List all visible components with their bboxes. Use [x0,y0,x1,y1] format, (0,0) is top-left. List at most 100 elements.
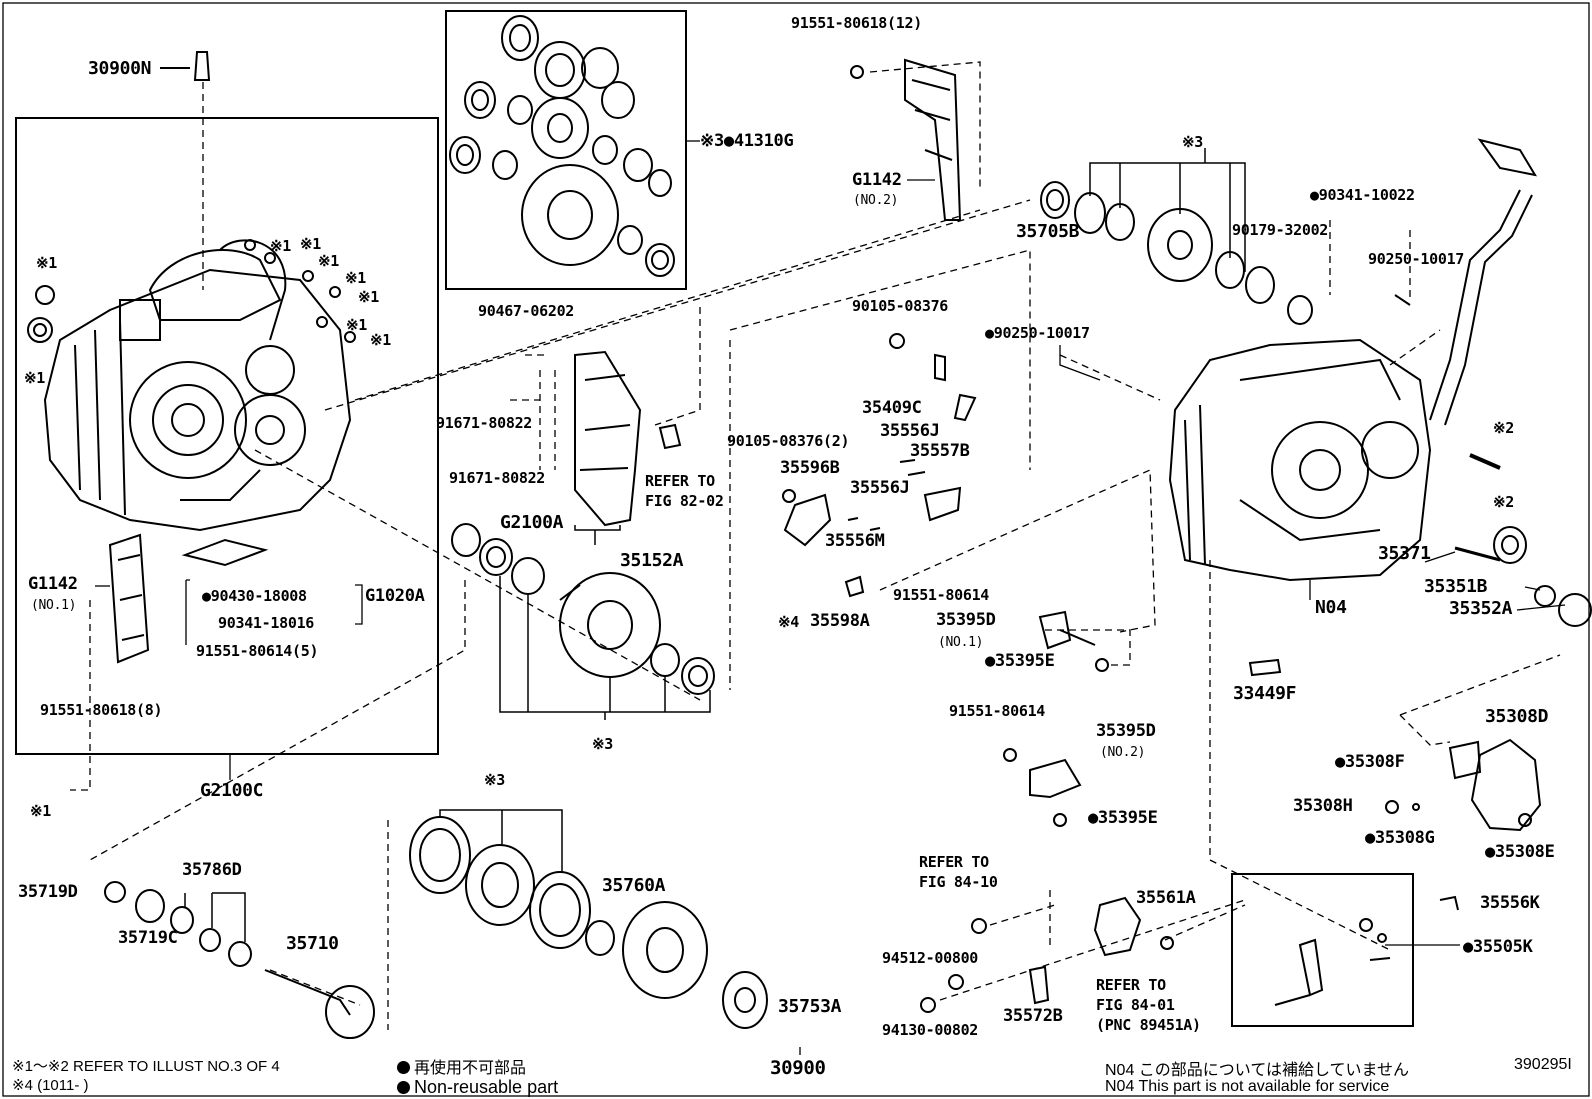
non-reusable-dot-icon [397,1081,410,1094]
transaxle-housing-right [1168,138,1592,627]
label-35556k: 35556K [1480,893,1540,913]
legend-jp-text: 再使用不可部品 [414,1060,527,1077]
label-n04: N04 [1315,597,1347,618]
bearing-set-bottom [409,816,768,1029]
legend-jp: 再使用不可部品 [397,1054,526,1078]
label-35152a: 35152A [620,550,684,571]
legend-en: Non-reusable part [397,1077,558,1098]
switch-35308d [1385,738,1542,832]
sensor-35395d-no2 [1003,748,1082,827]
label-35561a: 35561A [1136,888,1196,908]
label-no1-a: (NO.1) [31,598,77,613]
label-g2100c: G2100C [200,780,264,801]
label-90430-18008: ●90430-18008 [202,587,307,605]
label-35352a: 35352A [1449,598,1513,619]
part-33449f [1248,658,1282,677]
label-35556m: 35556M [825,531,885,551]
label-90105-08376: 90105-08376 [852,297,949,315]
kit-35505k-box [1231,873,1414,1027]
label-refer-to-84-01: REFER TO [1096,976,1166,994]
label-note1-c: ※1 [270,237,291,255]
label-note1-a: ※1 [36,254,57,272]
label-91551-80618-12: 91551-80618(12) [791,14,922,32]
footer-n04-en: N04 This part is not available for servi… [1105,1078,1390,1095]
label-35371: 35371 [1378,543,1431,564]
bearing-set-35705b [1040,181,1411,325]
label-g1142-no1: G1142 [28,574,78,594]
label-35409c: 35409C [862,398,922,418]
footer-note-refer: ※1～※2 REFER TO ILLUST NO.3 OF 4 [12,1058,280,1075]
bracket-lines-bottom [184,809,563,942]
label-refer-to-82: REFER TO [645,472,715,490]
label-30900n: 30900N [88,58,152,79]
label-91671-80822-b: 91671-80822 [449,469,546,487]
label-note1-f: ※1 [358,288,379,306]
oil-pan-g1020a [181,538,269,567]
label-note4: ※4 [778,613,799,631]
label-35395e-a: ●35395E [985,651,1055,671]
label-note3-top: ※3 [1182,133,1203,151]
label-35719d: 35719D [18,882,78,902]
label-35760a: 35760A [602,875,666,896]
bracket-lines-mid [499,525,711,720]
label-35308h: 35308H [1293,796,1353,816]
label-note3-mid: ※3 [592,735,613,753]
solid-leaders [95,179,1566,1055]
label-g2100a: G2100A [500,512,564,533]
label-35556j-b: 35556J [850,478,910,498]
label-35710: 35710 [286,933,339,954]
label-35308g: ●35308G [1365,828,1435,848]
label-no2-b: (NO.2) [1100,745,1146,760]
label-35556j-a: 35556J [880,421,940,441]
label-90250-10017-right: 90250-10017 [1368,250,1465,268]
label-note1-bottom-left: ※1 [30,802,51,820]
label-91551-80614-5: 91551-80614(5) [196,642,319,660]
label-35705b: 35705B [1016,221,1080,242]
label-35719c: 35719C [118,928,178,948]
label-fig-84-10: FIG 84-10 [919,873,998,891]
label-91551-80614-a: 91551-80614 [893,586,990,604]
label-note1-b: ※1 [24,369,45,387]
label-90179-32002: 90179-32002 [1232,221,1329,239]
label-90105-08376-2: 90105-08376(2) [727,432,850,450]
label-note1-d: ※1 [318,252,339,270]
label-90341-18016: 90341-18016 [218,614,315,632]
label-94512-00800: 94512-00800 [882,949,979,967]
label-35308e: ●35308E [1485,842,1555,862]
g2100c-box [15,117,439,755]
label-90467-06202: 90467-06202 [478,302,575,320]
footer-n04-jp: N04 この部品については補給していません [1105,1062,1410,1079]
parts-bottom-right [920,895,1459,1013]
drawing-number: 390295I [1514,1056,1572,1073]
label-35557b: 35557B [910,441,970,461]
label-35395d-no2: 35395D [1096,721,1156,741]
differential-35152a-plate [574,350,682,527]
shaft-parts-left [104,881,375,1039]
label-30900: 30900 [770,1057,826,1079]
label-refer-to-84-10: REFER TO [919,853,989,871]
label-35572b: 35572B [1003,1006,1063,1026]
kit-41310g-parts [449,15,675,277]
label-41310g: ※3●41310G [700,131,794,151]
bracket-lines-top-right [1089,148,1246,272]
label-note3-bottom: ※3 [484,771,505,789]
label-note1-i: ※1 [300,235,321,253]
label-91551-80618-8: 91551-80618(8) [40,701,163,719]
label-note2-a: ※2 [1493,419,1514,437]
transaxle-housing-left [27,239,356,532]
label-35598a: 35598A [810,611,870,631]
label-35505k: ●35505K [1463,937,1533,957]
label-35596b: 35596B [780,458,840,478]
label-91671-80822-a: 91671-80822 [436,414,533,432]
label-g1142-no2: G1142 [852,170,902,190]
label-fig-84-01: FIG 84-01 [1096,996,1175,1014]
legend-en-text: Non-reusable part [414,1077,559,1097]
kit-41310g-box [445,10,687,290]
plate-g1142-no1 [108,533,150,664]
label-35395d-no1: 35395D [936,610,996,630]
label-35786d: 35786D [182,860,242,880]
label-35753a: 35753A [778,996,842,1017]
label-35308f: ●35308F [1335,752,1405,772]
